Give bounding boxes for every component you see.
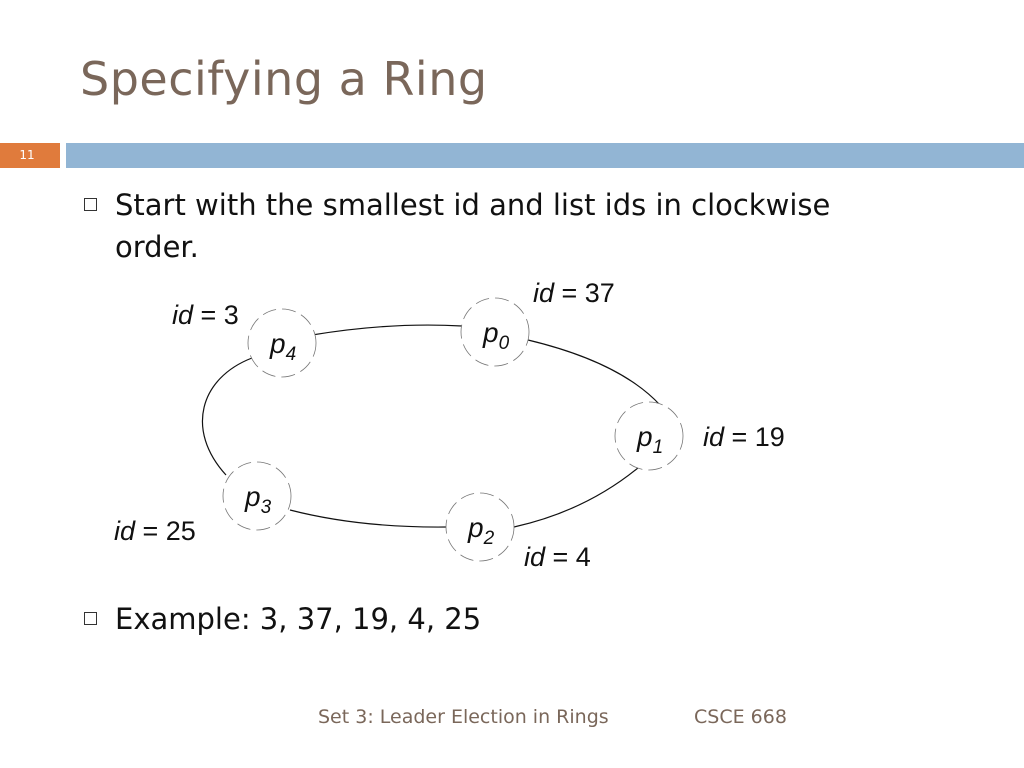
ring-edge-p4-p0 xyxy=(311,324,463,336)
node-label: p4 xyxy=(269,328,296,365)
slide-title: Specifying a Ring xyxy=(80,52,488,106)
node-circle xyxy=(445,492,515,562)
footer-course-code: CSCE 668 xyxy=(694,706,787,728)
ring-node-p0: p0 id = 37 xyxy=(460,278,615,367)
bullet-text: Example: 3, 37, 19, 4, 25 xyxy=(115,602,482,636)
ring-edge-p3-p4 xyxy=(202,357,253,476)
node-label: p1 xyxy=(636,421,663,458)
node-label: p3 xyxy=(244,481,272,518)
slide-number: 11 xyxy=(0,143,60,168)
bullet-item: Start with the smallest id and list ids … xyxy=(84,184,904,268)
ring-node-p2: p2 id = 4 xyxy=(445,492,591,572)
bullet-item: Example: 3, 37, 19, 4, 25 xyxy=(84,598,904,640)
square-bullet-icon xyxy=(84,612,97,625)
ring-node-p3: p3 id = 25 xyxy=(114,461,292,546)
node-id-label: id = 19 xyxy=(703,422,785,452)
node-circle xyxy=(222,461,292,531)
header-bar xyxy=(66,143,1024,168)
ring-node-p1: p1 id = 19 xyxy=(614,401,785,471)
footer-course-set: Set 3: Leader Election in Rings xyxy=(318,706,609,728)
ring-edges xyxy=(202,324,661,528)
ring-edge-p1-p2 xyxy=(513,461,646,528)
node-circle xyxy=(460,297,530,367)
node-circle xyxy=(247,308,317,378)
node-label: p2 xyxy=(467,512,495,549)
ring-edge-p0-p1 xyxy=(527,339,661,406)
node-id-label: id = 3 xyxy=(172,300,239,330)
square-bullet-icon xyxy=(84,198,97,211)
bullet-text: Start with the smallest id and list ids … xyxy=(115,188,831,264)
node-id-label: id = 37 xyxy=(533,278,615,308)
node-circle xyxy=(614,401,684,471)
node-label: p0 xyxy=(482,317,510,354)
ring-node-p4: p4 id = 3 xyxy=(172,300,317,378)
ring-nodes: p0 id = 37 p1 id = 19 p2 id = 4 p3 id = 25 p4 id … xyxy=(114,278,785,572)
node-id-label: id = 4 xyxy=(524,542,591,572)
node-id-label: id = 25 xyxy=(114,516,196,546)
ring-edge-p2-p3 xyxy=(289,509,448,528)
